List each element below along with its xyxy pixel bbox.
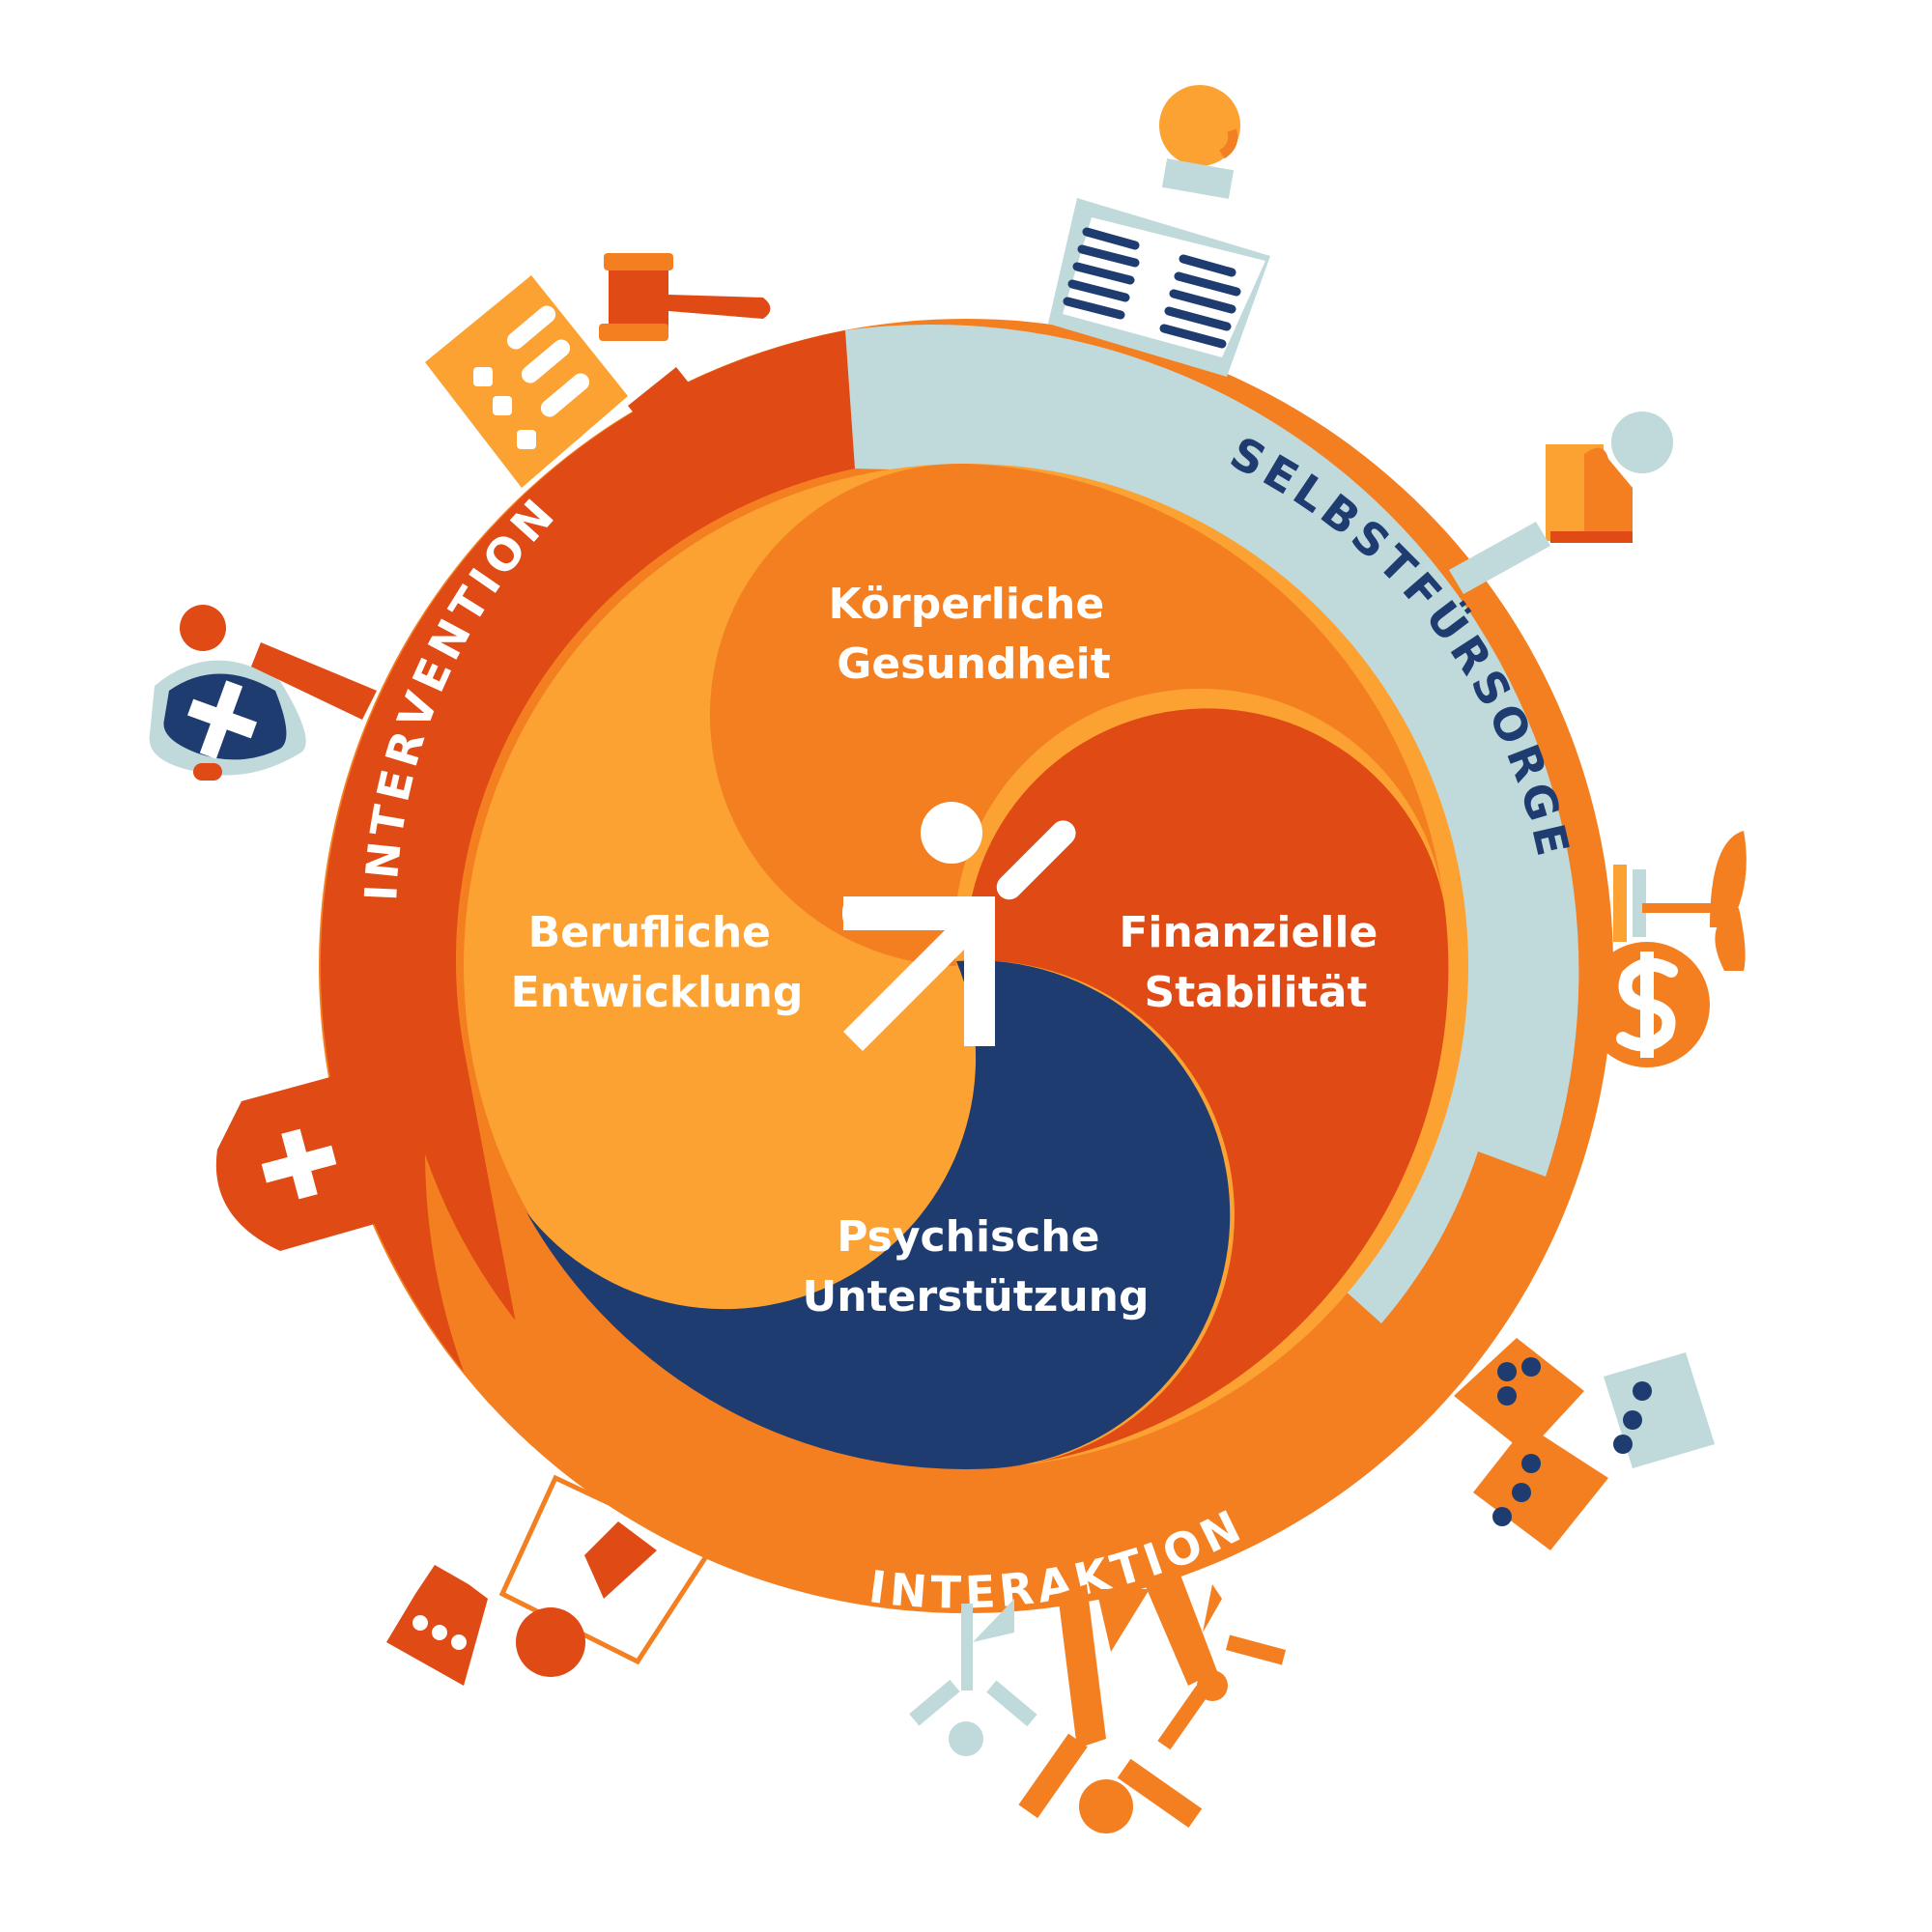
segment-finanzielle — [965, 708, 1449, 1468]
ring-selbstfuersorge — [845, 325, 1579, 1323]
ring-intervention — [320, 330, 855, 1372]
label-berufliche: Berufliche Entwicklung — [511, 908, 804, 1017]
label-psychische: Psychische Unterstützung — [803, 1212, 1150, 1321]
people-group-icon — [909, 1570, 1287, 1833]
lightbulb-icon — [1159, 85, 1240, 199]
calculator-icon — [425, 275, 628, 488]
medical-cross-icon — [215, 1072, 382, 1251]
ring-interaktion-accent — [425, 1048, 522, 1372]
chat-bubbles-icon — [1454, 1338, 1715, 1550]
heart-hand-icon — [1449, 412, 1673, 594]
label-finanzielle: Finanzielle Stabilität — [1119, 908, 1392, 1017]
gavel-icon — [599, 253, 771, 430]
coin-dollar-icon — [1584, 865, 1710, 1067]
plant-icon — [1642, 831, 1747, 971]
label-koerperliche: Körperliche Gesundheit — [828, 580, 1119, 689]
document-icon — [1048, 198, 1270, 377]
segment-psychische — [526, 960, 1231, 1469]
person-arrow-icon — [842, 802, 1076, 1051]
segment-koerperliche — [709, 463, 1444, 967]
presentation-icon — [386, 1474, 714, 1686]
shield-cross-icon — [149, 605, 377, 781]
